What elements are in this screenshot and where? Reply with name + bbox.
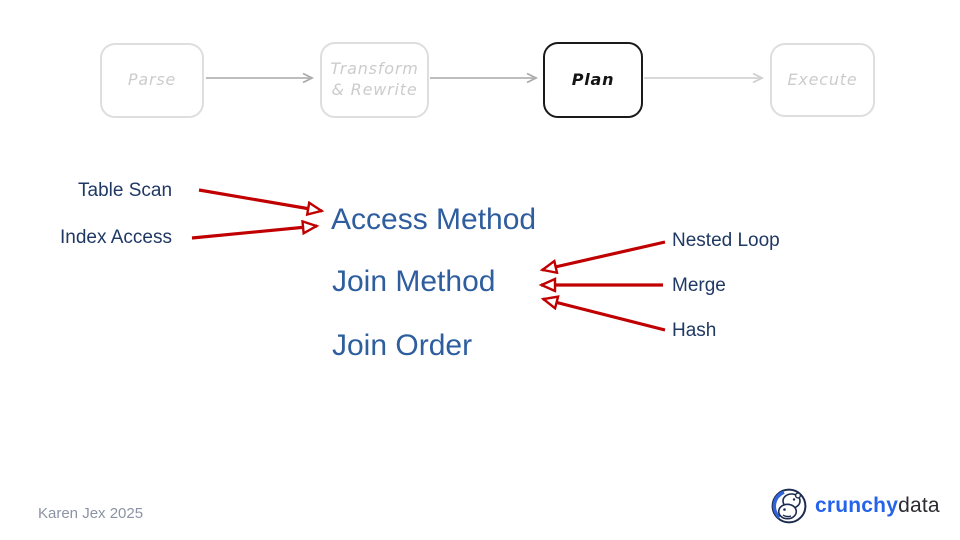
arrow-hash-to-join-method [543, 299, 666, 332]
stage-parse-label: Parse [127, 70, 177, 90]
heading-join-order: Join Order [332, 329, 473, 362]
stage-execute-label: Execute [787, 69, 858, 89]
label-table-scan: Table Scan [78, 180, 173, 201]
arrow-index-access-to-access-method [191, 226, 317, 240]
stage-plan-label: Plan [571, 69, 615, 89]
crunchy-data-logo: crunchydata [770, 486, 940, 526]
heading-access-method: Access Method [331, 203, 537, 236]
brand-data: data [898, 494, 940, 517]
stage-parse: Parse [100, 43, 204, 118]
heading-join-method: Join Method [332, 265, 496, 298]
stage-plan: Plan [543, 42, 643, 118]
stage-transform-rewrite-label: Transform & Rewrite [330, 59, 419, 99]
label-index-access: Index Access [60, 227, 172, 248]
hippo-icon [771, 488, 807, 524]
brand-wordmark: crunchydata [815, 494, 940, 518]
stage-execute: Execute [770, 43, 875, 117]
label-nested-loop: Nested Loop [672, 230, 780, 251]
footer-credit: Karen Jex 2025 [38, 505, 144, 522]
arrow-table-scan-to-access-method [198, 188, 322, 211]
label-merge: Merge [672, 275, 726, 296]
brand-crunchy: crunchy [815, 494, 899, 517]
stage-transform-rewrite: Transform & Rewrite [320, 42, 429, 118]
arrow-nested-loop-to-join-method [542, 240, 666, 270]
label-hash: Hash [672, 320, 717, 341]
